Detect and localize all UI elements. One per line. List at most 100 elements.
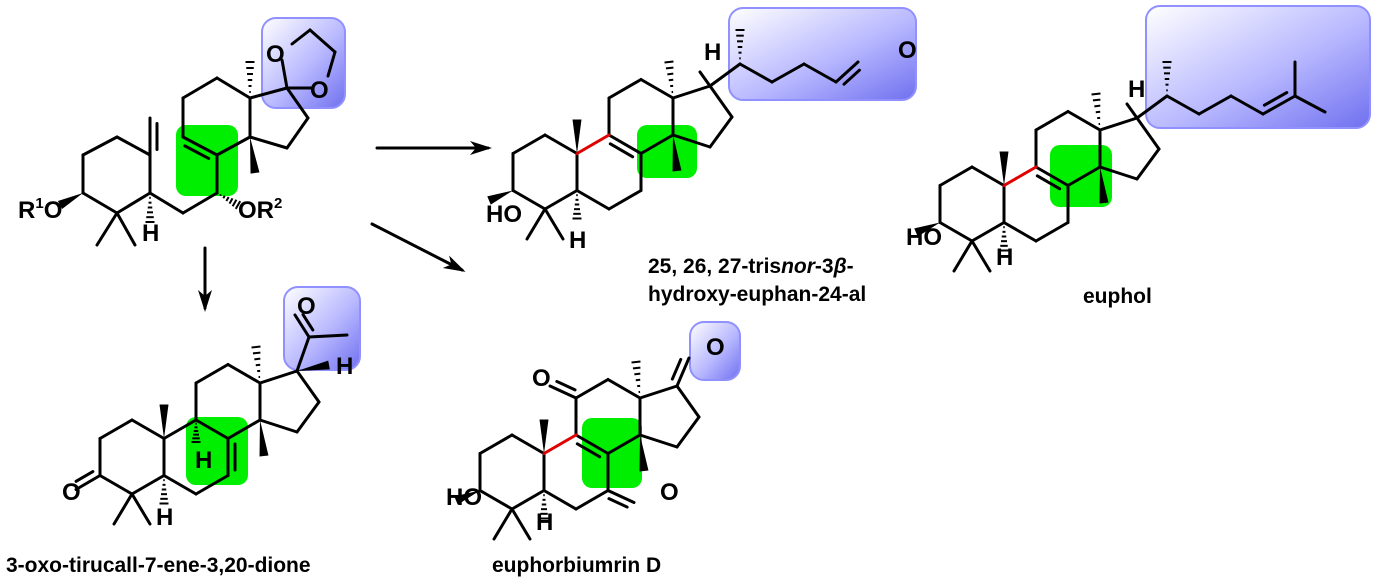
bond-C3-C4 — [98, 474, 134, 496]
bond-C8-C9 — [194, 418, 230, 440]
c17-h-bond — [698, 70, 712, 88]
h-label: H — [195, 447, 212, 474]
bond-C14-C8 — [226, 418, 262, 440]
bond-C5-C6 — [575, 189, 611, 211]
bond-C11-C12 — [607, 78, 643, 100]
blue-highlight-side-chain — [728, 7, 917, 101]
or2-hash-segment — [228, 197, 234, 205]
bond-C11-C12 — [194, 363, 230, 385]
bond-C14-C8 — [1066, 165, 1102, 187]
arrow-to-euphorbiumrin — [370, 222, 464, 272]
side-chain — [708, 62, 742, 88]
bond-C15-C14 — [258, 418, 299, 434]
c3-oh-wedge — [454, 490, 480, 505]
green-highlight-alkene — [186, 417, 248, 485]
bond-C15-C14 — [1098, 165, 1139, 181]
c11-ketone-o-label: O — [532, 365, 551, 392]
arrow-to-euphorbiumrin-head — [442, 255, 466, 272]
bond — [181, 76, 219, 100]
c4-methyl — [543, 207, 565, 241]
ketone-o-label: O — [62, 479, 81, 506]
double-bond-C8-C9-inner — [575, 442, 602, 459]
trisnor-name-line2: hydroxy-euphan-24-al — [648, 283, 866, 306]
bond-C13-C17 — [671, 84, 712, 100]
c13-methyl-hash-segment — [665, 66, 674, 70]
c13-methyl-hash-segment — [664, 60, 674, 64]
bond-C15-C14 — [638, 433, 679, 449]
ring-a-bond — [115, 191, 152, 215]
h-label: H — [569, 227, 586, 254]
gem-methyl — [95, 211, 119, 247]
bond — [770, 62, 806, 84]
acetyl-methyl — [307, 333, 349, 339]
bond — [290, 28, 312, 46]
c24-double-bond — [1261, 94, 1297, 116]
c10-methyl-wedge — [539, 419, 549, 454]
bond-C13-C17 — [258, 369, 299, 385]
c4-methyl — [525, 207, 547, 241]
r1o-label: R1O — [18, 195, 62, 224]
ring-a-bond — [115, 135, 152, 157]
aldehyde-double-bond — [834, 60, 860, 84]
bond-C16-C15 — [675, 415, 701, 449]
ho-label: HO — [906, 224, 942, 251]
side-chain — [1135, 94, 1169, 120]
ring-a-bond — [81, 191, 119, 215]
c13-methyl-hash-segment — [632, 366, 641, 370]
terminal-methyl — [1293, 94, 1327, 114]
bond-C3-C4 — [511, 189, 547, 211]
euphorbiumrin-name: euphorbiumrin D — [492, 554, 661, 577]
double-bond-C8-C9-inner — [1035, 174, 1062, 191]
bond-C12-C13 — [606, 378, 642, 400]
c13-methyl-hash-segment — [1094, 104, 1101, 108]
c4-methyl — [112, 492, 134, 526]
bond-C12-C13 — [226, 363, 262, 385]
bond-C17-C16 — [1135, 116, 1161, 151]
c17-ketone-inner — [670, 357, 683, 381]
c4-methyl — [510, 507, 532, 541]
bond-C3-C4 — [938, 221, 974, 243]
acetyl-carbonyl-inner — [301, 313, 315, 332]
c10-methyl-wedge — [572, 119, 582, 154]
c14-methyl-wedge — [639, 435, 649, 472]
bond — [181, 191, 219, 215]
bond-C10-C9 — [575, 133, 611, 155]
bond-C1-C2 — [938, 165, 974, 187]
bond-C10-C9 — [542, 433, 578, 455]
ketal-o1-label: O — [266, 41, 285, 68]
alkene-double-bond — [181, 135, 219, 157]
bond-C13-C17 — [638, 384, 679, 400]
c13-methyl-hash-segment — [1092, 98, 1101, 102]
green-highlight-alkene — [1050, 145, 1112, 207]
aldehyde-double-bond-inner — [842, 68, 861, 86]
c7-ketone-inner — [607, 497, 629, 509]
bond — [248, 86, 289, 100]
c14-methyl-wedge — [1099, 167, 1109, 204]
bond-C11-C12 — [1034, 110, 1070, 132]
bond-C14-C8 — [606, 433, 642, 455]
compound-names: 25, 26, 27-trisnor-3β- hydroxy-euphan-24… — [6, 255, 1152, 577]
bond-C17-C16 — [708, 84, 734, 119]
c14-methyl-wedge — [672, 135, 682, 172]
bond-C14-C8 — [639, 133, 675, 155]
gem-methyl — [115, 211, 137, 247]
c17-ketone — [675, 356, 691, 388]
bond — [148, 191, 185, 215]
bond — [215, 135, 252, 157]
c7-ketone-o-label: O — [660, 479, 679, 506]
bond-C1-C2 — [511, 133, 547, 155]
c13-methyl-hash-segment — [667, 72, 674, 76]
h-label: H — [536, 509, 553, 536]
c3-oh-wedge — [914, 222, 940, 237]
c13-methyl-hash-segment — [251, 345, 261, 349]
c10-methyl-wedge — [999, 151, 1009, 186]
ketal-o2-label: O — [310, 77, 329, 104]
c11-ketone-inner — [555, 379, 577, 392]
c11-ketone — [548, 384, 578, 400]
arrow-to-trisnor-head — [470, 141, 492, 155]
or2-hash-segment — [231, 199, 238, 207]
bond — [248, 135, 289, 150]
c17-h-bond — [1125, 102, 1139, 120]
double-bond-C8-C9 — [607, 133, 643, 155]
